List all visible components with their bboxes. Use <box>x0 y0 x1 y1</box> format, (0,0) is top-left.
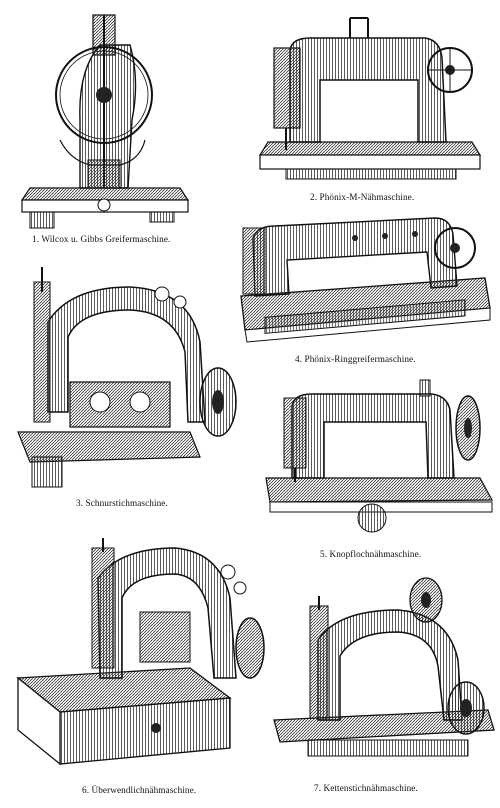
figure-7-kettenstich-machine: 7. Kettenstichnähmaschine. <box>268 570 500 798</box>
figure-3-caption: 3. Schnurstichmaschine. <box>76 498 168 508</box>
figure-5-engraving <box>265 379 494 533</box>
figure-7-caption: 7. Kettenstichnähmaschine. <box>314 783 418 793</box>
figure-2-caption: 2. Phönix-M-Nähmaschine. <box>310 192 415 202</box>
figure-6-engraving <box>16 538 265 766</box>
figure-3-schnurstich-machine: 3. Schnurstichmaschine. <box>0 262 245 512</box>
figure-6-caption: 6. Überwendlichnähmaschine. <box>82 785 197 795</box>
figure-3-engraving <box>17 267 237 488</box>
figure-5-caption: 5. Knopflochnähmaschine. <box>320 549 422 559</box>
figure-1-wilcox-gibbs-machine: 1. Wilcox u. Gibbs Greifermaschine. <box>0 0 210 250</box>
figure-4-phoenix-ringgreifer-machine: 4. Phönix-Ringgreifermaschine. <box>235 208 500 368</box>
figure-6-ueberwendlich-machine: 6. Überwendlichnähmaschine. <box>0 528 272 798</box>
figure-7-engraving <box>273 577 495 757</box>
figure-4-engraving <box>240 217 491 343</box>
figure-4-caption: 4. Phönix-Ringgreifermaschine. <box>295 354 416 364</box>
figure-2-engraving <box>258 17 482 180</box>
figure-1-engraving <box>20 14 190 229</box>
figure-2-phoenix-m-machine: 2. Phönix-M-Nähmaschine. <box>250 10 500 210</box>
figure-1-caption: 1. Wilcox u. Gibbs Greifermaschine. <box>32 234 171 244</box>
figure-5-knopfloch-machine: 5. Knopflochnähmaschine. <box>262 378 500 563</box>
